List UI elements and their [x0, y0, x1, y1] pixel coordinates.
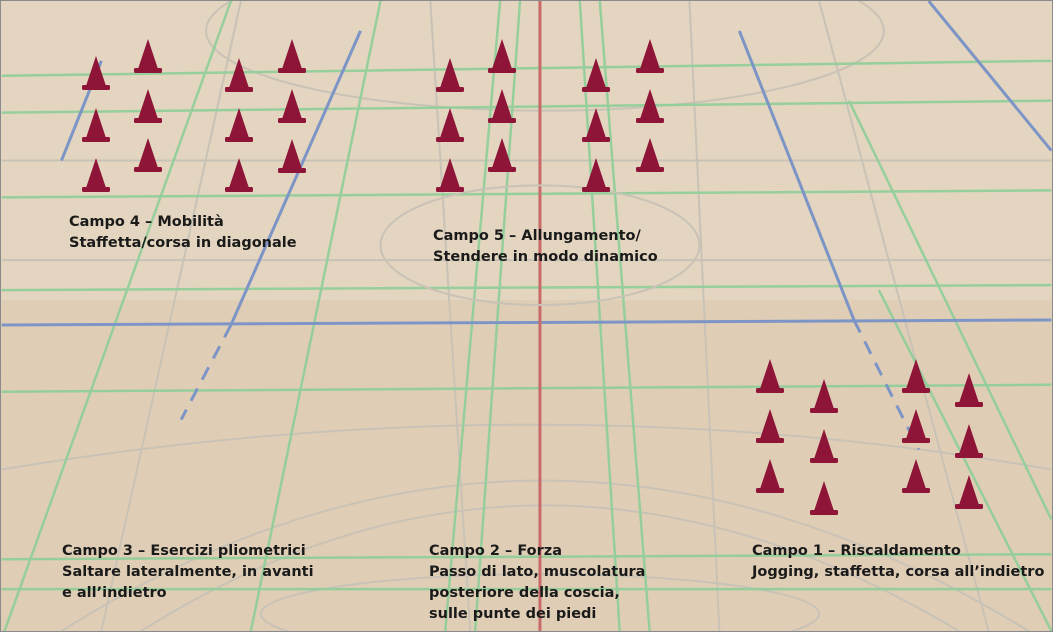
- campo-3-label: Campo 3 – Esercizi pliometrici Saltare l…: [62, 541, 314, 604]
- cone-icon: [436, 158, 464, 192]
- cone-icon: [134, 89, 162, 123]
- campo-2-line-2: Passo di lato, muscolatura: [429, 564, 646, 580]
- cone-icon: [488, 89, 516, 123]
- cone-icon: [82, 108, 110, 142]
- campo-4-title: Campo 4 – Mobilità: [69, 214, 224, 230]
- campo-4-subtitle: Staffetta/corsa in diagonale: [69, 235, 297, 251]
- cone-icon: [636, 39, 664, 73]
- cone-icon: [756, 409, 784, 443]
- cone-icon: [225, 108, 253, 142]
- cone-icon: [636, 89, 664, 123]
- cone-icon: [636, 138, 664, 172]
- cone-icon: [134, 138, 162, 172]
- campo-3-line-2: Saltare lateralmente, in avanti: [62, 564, 314, 580]
- cone-icon: [955, 475, 983, 509]
- campo-3-title: Campo 3 – Esercizi pliometrici: [62, 543, 306, 559]
- cone-icon: [134, 39, 162, 73]
- campo-1-subtitle: Jogging, staffetta, corsa all’indietro: [752, 564, 1045, 580]
- cone-icon: [902, 359, 930, 393]
- campo-2-label: Campo 2 – Forza Passo di lato, muscolatu…: [429, 541, 645, 625]
- campo-1-title: Campo 1 – Riscaldamento: [752, 543, 961, 559]
- cone-icon: [582, 58, 610, 92]
- cone-icon: [488, 39, 516, 73]
- cone-icon: [278, 39, 306, 73]
- cone-icon: [756, 459, 784, 493]
- cone-icon: [955, 373, 983, 407]
- cone-icon: [582, 108, 610, 142]
- campo-5-subtitle: Stendere in modo dinamico: [433, 249, 658, 265]
- cone-icon: [278, 139, 306, 173]
- cone-icon: [902, 459, 930, 493]
- campo-5-title: Campo 5 – Allungamento/: [433, 228, 641, 244]
- campo-2-line-4: sulle punte dei piedi: [429, 606, 597, 622]
- cone-icon: [488, 138, 516, 172]
- cone-icon: [82, 56, 110, 90]
- cone-icon: [902, 409, 930, 443]
- campo-4-label: Campo 4 – Mobilità Staffetta/corsa in di…: [69, 212, 297, 254]
- cone-icon: [810, 429, 838, 463]
- cone-icon: [278, 89, 306, 123]
- cone-icon: [225, 158, 253, 192]
- cone-icon: [436, 108, 464, 142]
- cone-icon: [756, 359, 784, 393]
- campo-2-line-3: posteriore della coscia,: [429, 585, 620, 601]
- cone-icon: [582, 158, 610, 192]
- campo-3-line-3: e all’indietro: [62, 585, 167, 601]
- cone-icon: [955, 424, 983, 458]
- campo-5-label: Campo 5 – Allungamento/ Stendere in modo…: [433, 226, 658, 268]
- cone-icon: [810, 481, 838, 515]
- cone-icon: [810, 379, 838, 413]
- campo-1-label: Campo 1 – Riscaldamento Jogging, staffet…: [752, 541, 1044, 583]
- cone-icon: [436, 58, 464, 92]
- cone-icon: [82, 158, 110, 192]
- campo-2-title: Campo 2 – Forza: [429, 543, 563, 559]
- cone-icon: [225, 58, 253, 92]
